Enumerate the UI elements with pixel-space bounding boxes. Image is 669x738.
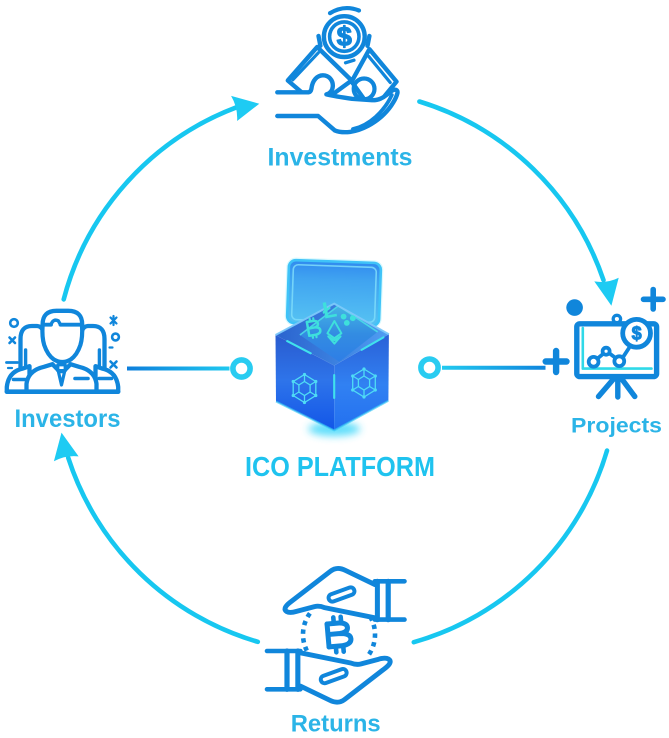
- svg-text:$: $: [337, 22, 352, 52]
- svg-text:Investments: Investments: [268, 143, 413, 171]
- svg-text:ICO PLATFORM: ICO PLATFORM: [245, 451, 435, 482]
- svg-text:$: $: [632, 324, 642, 344]
- svg-text:Ł: Ł: [320, 295, 338, 323]
- svg-text:Projects: Projects: [571, 414, 662, 437]
- svg-text:Returns: Returns: [291, 711, 381, 738]
- svg-text:Investors: Investors: [15, 405, 121, 433]
